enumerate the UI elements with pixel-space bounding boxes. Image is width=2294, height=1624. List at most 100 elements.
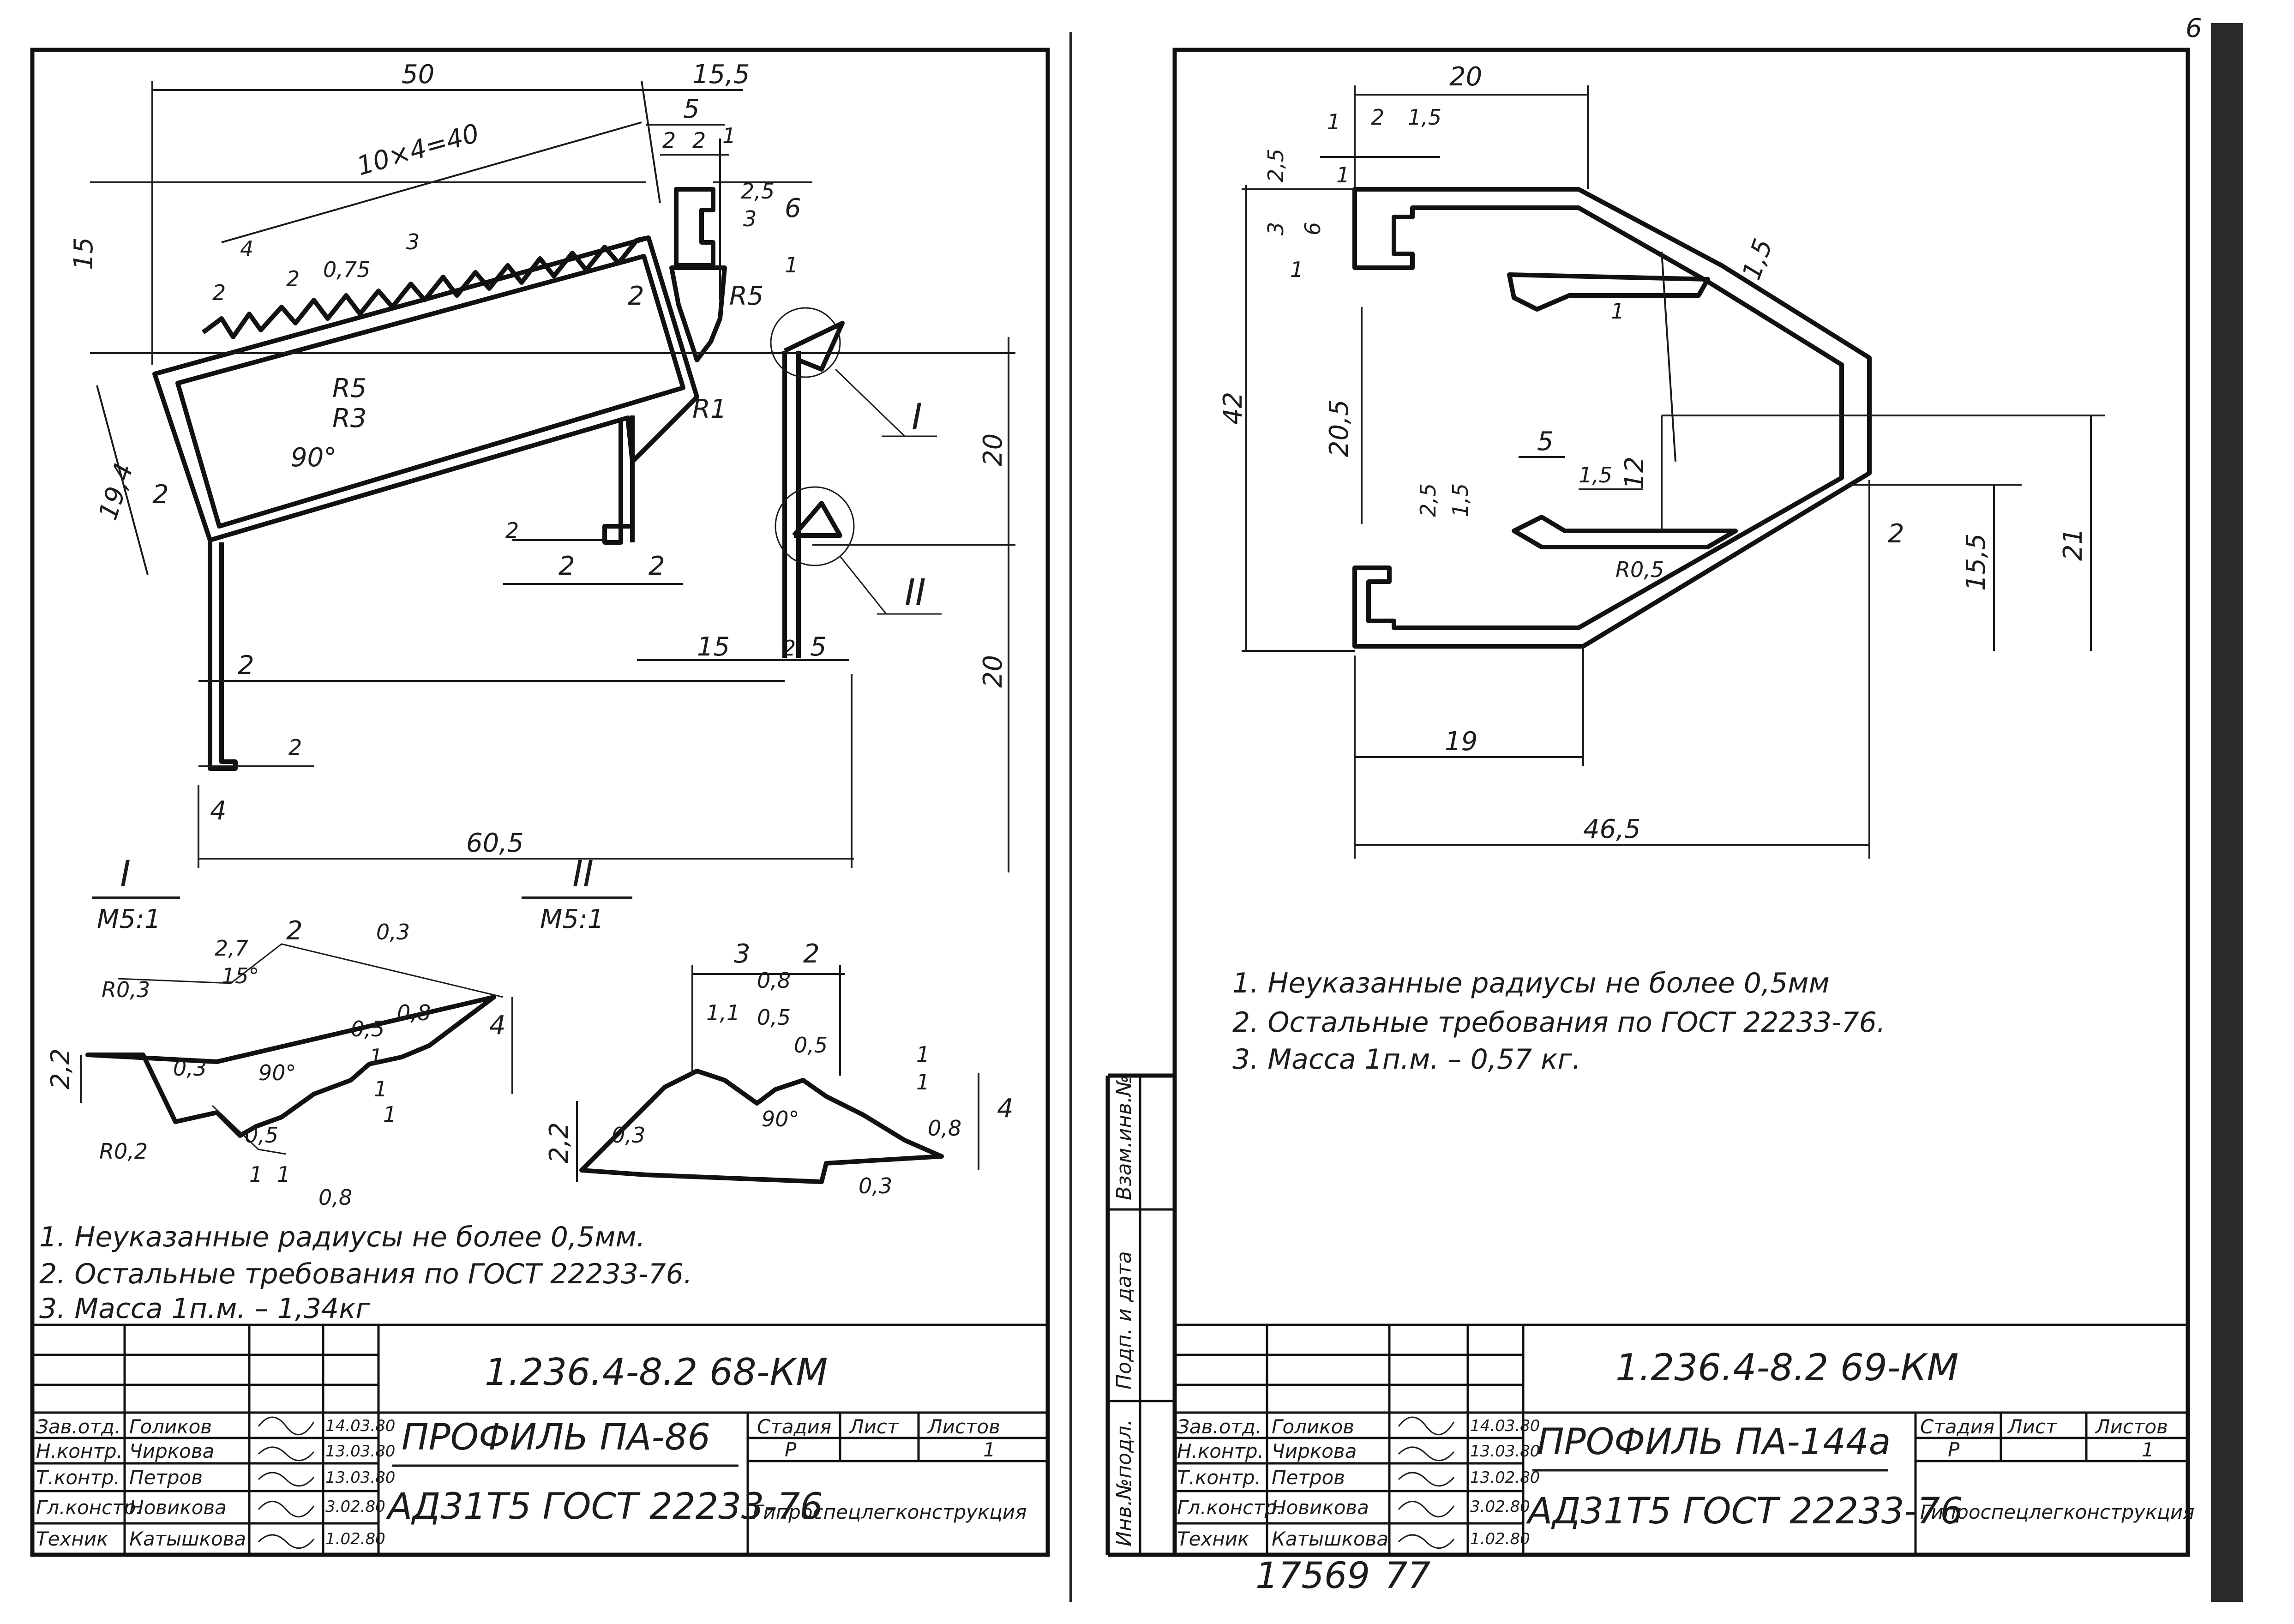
dim-label: 2 [288, 735, 302, 760]
dim-label: 6 [1300, 222, 1325, 235]
stage-header: Стадия [1920, 1415, 1994, 1438]
signer-date: 13.02.80 [1470, 1468, 1540, 1487]
signer-name: Чиркова [129, 1440, 214, 1462]
dim-label: R0,5 [1615, 557, 1664, 582]
dim-label: 1 [1611, 299, 1624, 324]
dim-label: 0,8 [318, 1185, 352, 1210]
organization: Гипроспецлегконструкция [1920, 1501, 2194, 1523]
right-dimension-labels: 20 1 2 1,5 2,5 1 3 6 1 1,5 1 42 20,5 5 1… [1218, 62, 2088, 844]
dim-label: 2 [505, 518, 519, 543]
dim-label: 2 [649, 551, 665, 581]
dim-label: 3 [743, 206, 757, 231]
dim-label: 1 [277, 1162, 290, 1187]
left-title-block [32, 1323, 1048, 1555]
dim-label: 2,2 [544, 1122, 574, 1163]
signer-name: Петров [129, 1466, 203, 1489]
dim-label: 2 [628, 281, 644, 311]
dim-label: 2 [238, 650, 254, 680]
signer-role: Н.контр. [1177, 1440, 1264, 1462]
section-marker-I: I [912, 397, 922, 438]
dim-label: 1 [1327, 109, 1340, 134]
dim-label: 1,5 [1408, 105, 1441, 130]
right-notes: 1. Неуказанные радиусы не более 0,5мм 2.… [1232, 967, 1886, 1076]
right-sheet-frame [1105, 23, 2243, 1602]
dim-label: 0,3 [376, 920, 410, 944]
signature-scribble [1398, 1534, 1455, 1549]
detail-II-scale: M5:1 [540, 904, 604, 934]
dim-label: 21 [2058, 528, 2088, 561]
dim-label: 20,5 [1324, 399, 1354, 457]
dim-label: 0,5 [794, 1033, 828, 1058]
signer-name: Катышкова [129, 1528, 246, 1550]
organization: Гипроспецлегконструкция [752, 1501, 1027, 1523]
dim-label: 2 [286, 266, 300, 291]
footer: 17569 77 [1255, 1555, 1430, 1597]
signature-scribble [1398, 1472, 1455, 1487]
dim-label: 0,5 [245, 1123, 278, 1148]
detail-I-labels: 2,7 2 0,3 R0,3 15° 0,5 0,8 4 2,2 0,3 90°… [46, 916, 506, 1210]
right-title-block-text: 1.236.4-8.2 69-КМ ПРОФИЛЬ ПА-144а АД31Т5… [1177, 1346, 2194, 1550]
dim-label: 5 [810, 632, 827, 662]
signer-name: Петров [1272, 1466, 1345, 1489]
dim-label: 46,5 [1583, 814, 1641, 844]
signer-role: Гл.констр. [1177, 1496, 1283, 1519]
profile-title: ПРОФИЛЬ ПА-86 [402, 1417, 710, 1458]
note-2: 2. Остальные требования по ГОСТ 22233-76… [1232, 1006, 1886, 1039]
dim-label: 2 [1888, 519, 1904, 549]
dim-label: 1 [785, 253, 798, 277]
right-side-stamp-labels: Взам.инв.№ Подп. и дата Инв.№подл. 6 [1112, 13, 2202, 1546]
dim-label: 90° [291, 443, 336, 473]
dim-label: 2 [152, 480, 169, 510]
left-notes: 1. Неуказанные радиусы не более 0,5мм. 2… [39, 1221, 692, 1325]
scan-edge-strip [2211, 23, 2243, 1602]
signer-role: Т.контр. [36, 1466, 120, 1489]
signer-date: 14.03.80 [325, 1417, 395, 1435]
dim-label: 20 [1449, 62, 1482, 92]
signer-role: Гл.констр. [36, 1496, 142, 1519]
dim-label: 5 [1537, 427, 1554, 457]
dim-label: 2,5 [1263, 149, 1288, 182]
dim-label: 20 [978, 433, 1008, 466]
detail-I-drawing [80, 943, 513, 1155]
side-label-replacement: Взам.инв.№ [1112, 1075, 1136, 1200]
dim-label: 2 [286, 916, 303, 946]
left-sheet-frame [30, 48, 1050, 1557]
right-title-block [1175, 1323, 2188, 1555]
page-number: 77 [1385, 1555, 1430, 1597]
dim-label: 0,3 [173, 1056, 207, 1081]
signer-name: Голиков [1272, 1415, 1354, 1438]
document-code: 1.236.4-8.2 68-КМ [485, 1351, 828, 1394]
page-corner-number: 6 [2186, 13, 2202, 43]
dim-label: 2 [662, 128, 676, 153]
signer-name: Новикова [129, 1496, 227, 1519]
dim-label: 6 [785, 193, 801, 223]
detail-II-labels: 3 2 0,8 1,1 0,5 0,5 1 1 2,2 0,3 90° 0,8 … [544, 939, 1014, 1198]
detail-I-title: I [120, 854, 131, 895]
archive-number: 17569 [1255, 1555, 1370, 1597]
dim-label: 2,5 [1416, 483, 1441, 517]
detail-II-drawing [576, 965, 979, 1184]
stage-header: Стадия [757, 1415, 831, 1438]
dim-label: 4 [240, 236, 253, 261]
dim-label: 2,2 [46, 1048, 76, 1089]
dim-label: 4 [210, 796, 227, 826]
dim-label: 2,7 [215, 936, 248, 961]
signature-scribble [1398, 1446, 1455, 1462]
signature-scribble [258, 1534, 315, 1549]
dim-label: 90° [258, 1060, 296, 1085]
dim-label: R5 [729, 281, 764, 311]
dim-label: 1 [383, 1102, 396, 1127]
dim-label: 1 [1336, 162, 1350, 187]
detail-I-scale: M5:1 [97, 904, 161, 934]
dim-label: 50 [402, 60, 434, 90]
signature-scribble [258, 1416, 315, 1436]
note-2: 2. Остальные требования по ГОСТ 22233-76… [39, 1258, 692, 1290]
dim-label: 15,5 [692, 60, 750, 90]
dim-label: 2 [782, 636, 796, 661]
dim-label: 0,8 [928, 1116, 961, 1141]
left-title-block-text: 1.236.4-8.2 68-КМ ПРОФИЛЬ ПА-86 АД31Т5 Г… [36, 1351, 1027, 1550]
right-dimension-lines [1242, 85, 2105, 859]
dim-label: 0,3 [859, 1173, 892, 1198]
signer-name: Катышкова [1272, 1528, 1388, 1550]
signature-scribble [1398, 1501, 1455, 1518]
